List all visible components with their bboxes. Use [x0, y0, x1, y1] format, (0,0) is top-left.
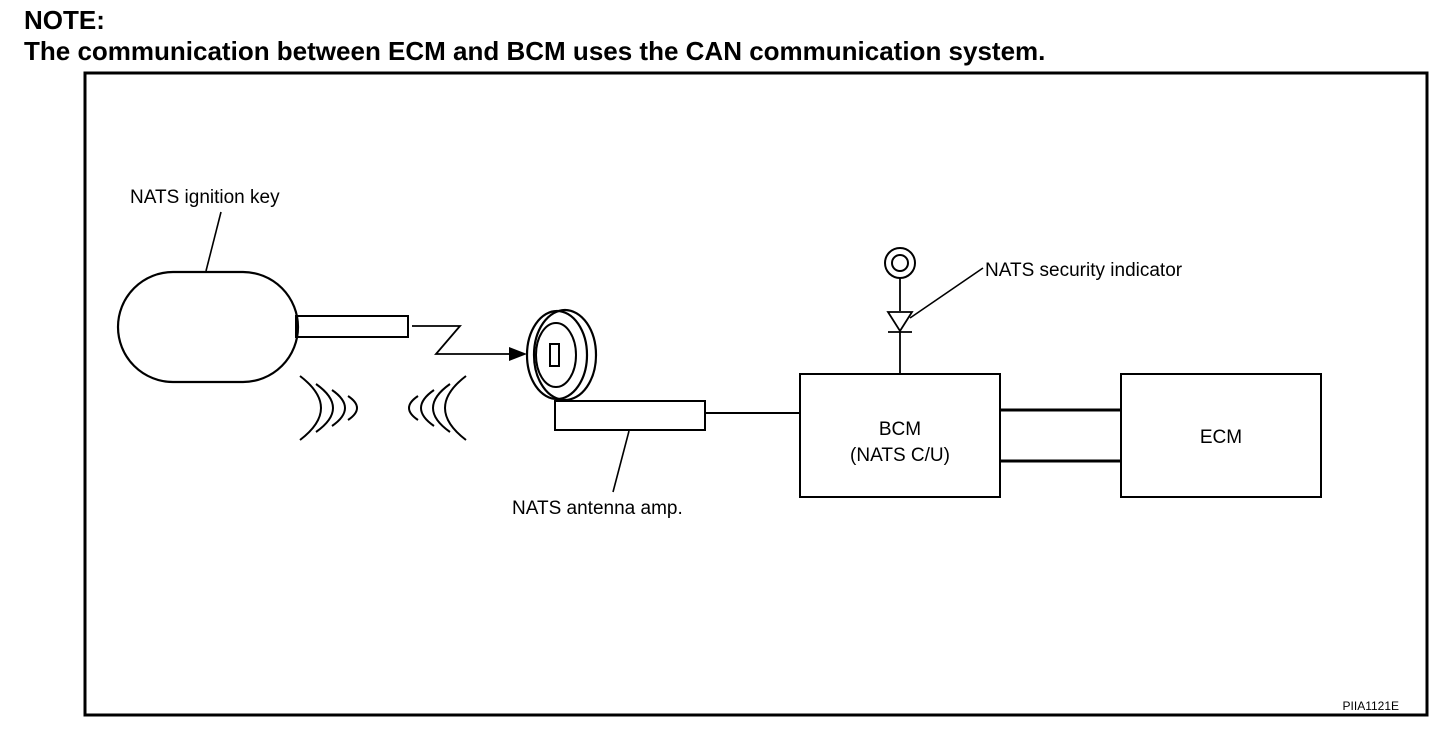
bcm-sublabel: (NATS C/U)	[850, 445, 950, 466]
ignition-key-icon	[116, 270, 409, 384]
radio-waves-icon	[299, 375, 467, 441]
note-text: The communication between ECM and BCM us…	[24, 36, 1046, 66]
ecm-box	[1120, 373, 1322, 498]
diagram-frame	[83, 71, 1429, 717]
antenna-amp-leader-line	[612, 430, 630, 493]
ecm-label: ECM	[1200, 427, 1242, 448]
ignition-key-leader-line	[205, 211, 222, 272]
security-indicator-leader-line	[909, 267, 984, 319]
note-heading: NOTE:	[24, 5, 105, 35]
security-indicator-label: NATS security indicator	[985, 260, 1183, 281]
security-indicator-icon	[884, 247, 916, 374]
signal-arrow-icon	[412, 325, 527, 361]
bcm-label: BCM	[879, 419, 921, 440]
antenna-amp-label: NATS antenna amp.	[512, 498, 683, 519]
antenna-amp-icon	[525, 308, 706, 431]
figure-code: PIIA1121E	[1343, 699, 1399, 713]
ignition-key-label: NATS ignition key	[130, 187, 280, 208]
